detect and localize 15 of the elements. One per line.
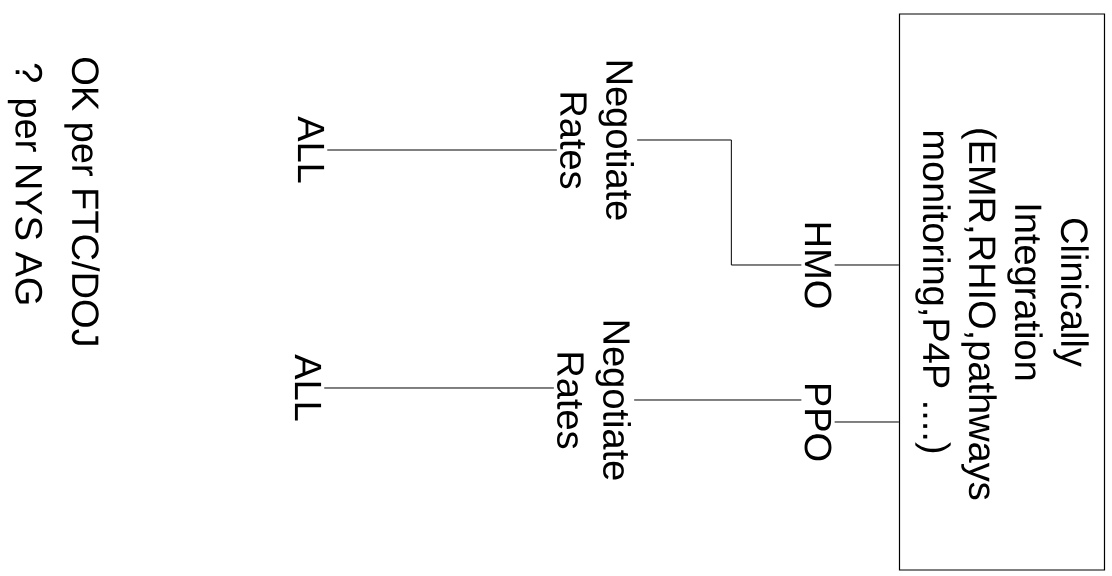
- connector-line: [636, 139, 802, 266]
- process-box: Clinically Integration (EMR,RHIO,pathways monitoring,P4P ....): [898, 13, 1106, 571]
- connector-line: [834, 421, 900, 423]
- node-text: ALL: [297, 116, 325, 183]
- node-text: HMO: [804, 223, 832, 308]
- note-text: OK per FTC/DOJ: [64, 58, 100, 345]
- node-text: Negotiate Rates: [560, 61, 634, 220]
- connector-line: [323, 387, 555, 389]
- node-text: PPO: [804, 385, 832, 461]
- node-text: ALL: [294, 354, 322, 421]
- connector-line: [326, 149, 558, 151]
- connector-line: [834, 264, 900, 266]
- note-text: ? per NYS AG: [7, 63, 43, 304]
- node-text: Negotiate Rates: [557, 321, 631, 480]
- connector-line: [633, 399, 802, 401]
